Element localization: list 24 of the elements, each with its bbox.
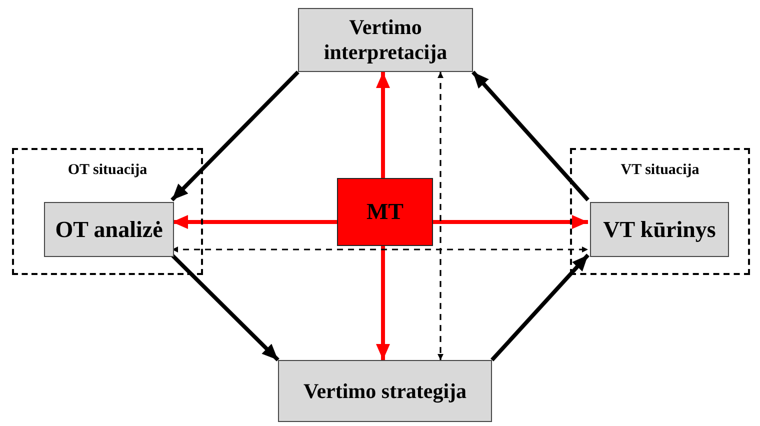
center-box bbox=[337, 178, 433, 246]
arrow bbox=[376, 246, 390, 360]
group-frame bbox=[12, 148, 203, 275]
node-label: OT analizė bbox=[55, 216, 163, 242]
arrow bbox=[170, 70, 300, 202]
arrow bbox=[170, 254, 280, 362]
group-frame bbox=[570, 148, 750, 275]
arrow bbox=[433, 215, 588, 229]
dashed-arrow bbox=[438, 72, 444, 360]
arrow bbox=[172, 215, 337, 229]
arrow bbox=[472, 70, 590, 202]
dashed-arrow bbox=[172, 246, 588, 252]
arrow bbox=[490, 254, 590, 362]
process-box bbox=[590, 202, 729, 257]
process-box bbox=[44, 202, 174, 257]
node-label: Vertimo strategija bbox=[303, 378, 467, 404]
node-label: MT bbox=[366, 199, 404, 225]
node-label: VT kūrinys bbox=[603, 216, 716, 242]
node-label: Vertimo interpretacija bbox=[322, 15, 448, 65]
process-box bbox=[278, 360, 492, 422]
group-label: OT situacija bbox=[66, 162, 148, 179]
arrow bbox=[376, 72, 390, 178]
group-label: VT situacija bbox=[620, 162, 700, 179]
process-box bbox=[298, 8, 473, 72]
